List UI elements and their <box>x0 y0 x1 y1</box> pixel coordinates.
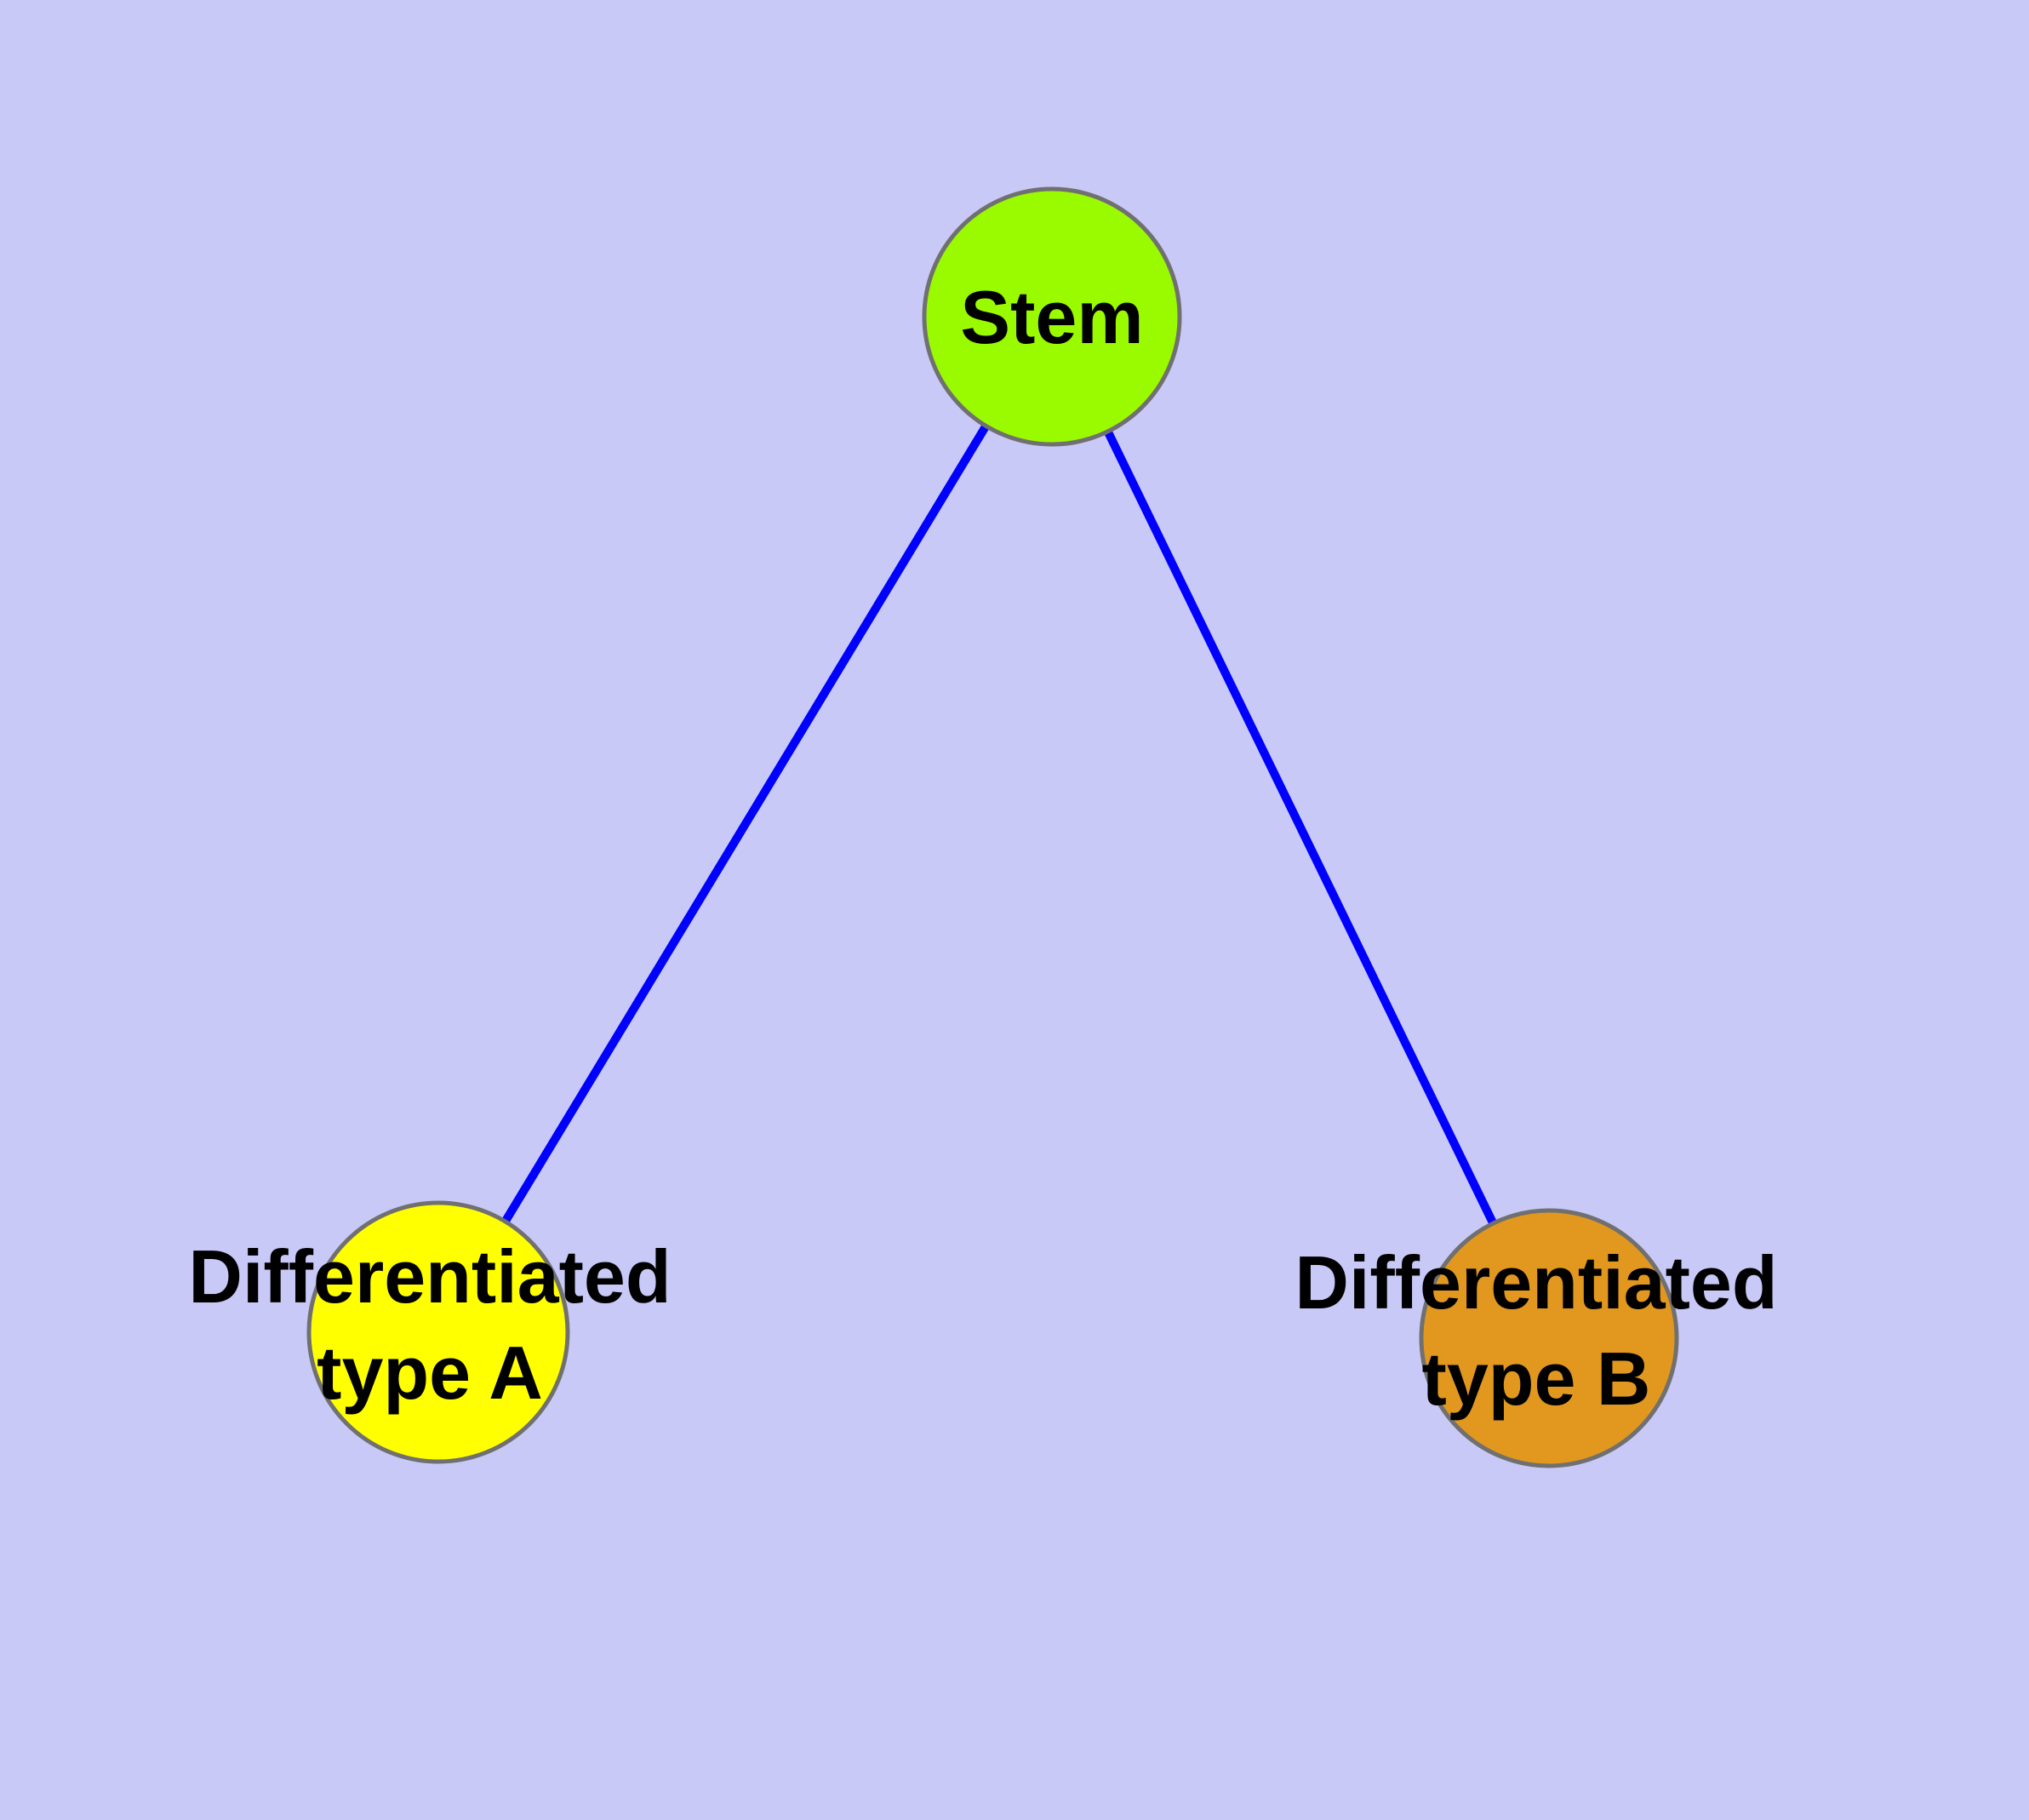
node-stem <box>922 186 1182 447</box>
node-differentiated-type-a <box>306 1200 570 1464</box>
node-type-b-label-line2: type B <box>1422 1336 1651 1421</box>
node-differentiated-type-b <box>1419 1208 1679 1468</box>
node-stem-label: Stem <box>960 275 1143 359</box>
edge-stem-to-type-b <box>1048 314 1553 1341</box>
edge-stem-to-type-a <box>434 314 1056 1335</box>
node-type-b-label-line1: Differentiated <box>1295 1240 1777 1325</box>
node-type-a-label-line2: type A <box>317 1331 543 1415</box>
node-type-a-label-line1: Differentiated <box>188 1234 671 1319</box>
